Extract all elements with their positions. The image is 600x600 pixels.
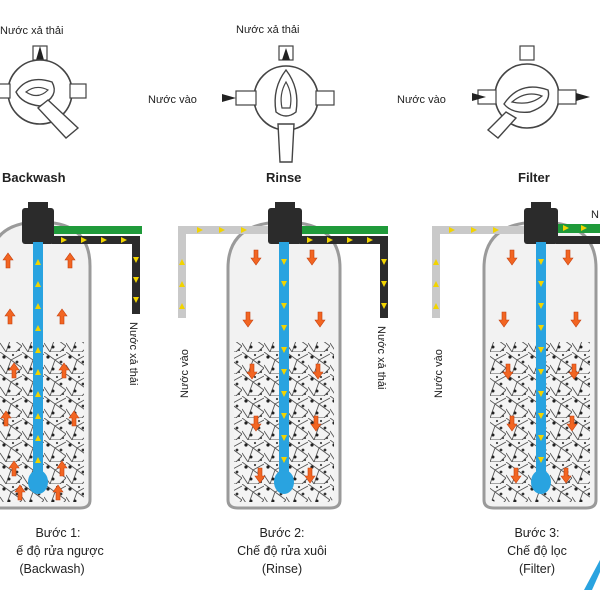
step-3-desc: Chế độ lọc xyxy=(507,544,567,558)
mode-title-filter: Filter xyxy=(518,170,550,185)
step-1-desc: ế độ rửa ngược xyxy=(16,544,103,558)
valve-icon-backwash xyxy=(0,45,87,139)
valve-icon-filter xyxy=(472,45,590,139)
outlet-label-clipped: N xyxy=(591,209,599,221)
mode-title-rinse: Rinse xyxy=(266,170,301,185)
step-2-paren: (Rinse) xyxy=(262,562,302,576)
inlet-water-label-2: Nước vào xyxy=(148,94,197,106)
valve-icon-rinse xyxy=(222,45,335,163)
waste-water-label-2: Nước xả thải xyxy=(236,24,300,36)
step-1-number: Bước 1: xyxy=(35,526,80,540)
tank-backwash xyxy=(0,202,142,510)
waste-water-vertical-2: Nước xả thải xyxy=(375,326,387,390)
inlet-water-label-3: Nước vào xyxy=(397,94,446,106)
tank-rinse xyxy=(178,202,388,510)
mode-title-backwash: Backwash xyxy=(2,170,66,185)
step-1-paren: (Backwash) xyxy=(19,562,84,576)
waste-water-label-1: Nước xả thải xyxy=(0,25,64,37)
waste-water-vertical-1: Nước xả thải xyxy=(127,322,139,386)
corner-logo-fragment xyxy=(584,560,600,590)
step-3-number: Bước 3: xyxy=(514,526,559,540)
tank-filter xyxy=(432,202,600,510)
step-2-desc: Chế độ rửa xuôi xyxy=(237,544,327,558)
inlet-water-vertical-3: Nước vào xyxy=(433,349,445,398)
inlet-water-vertical-2: Nước vào xyxy=(179,349,191,398)
step-3-paren: (Filter) xyxy=(519,562,555,576)
step-2-number: Bước 2: xyxy=(259,526,304,540)
